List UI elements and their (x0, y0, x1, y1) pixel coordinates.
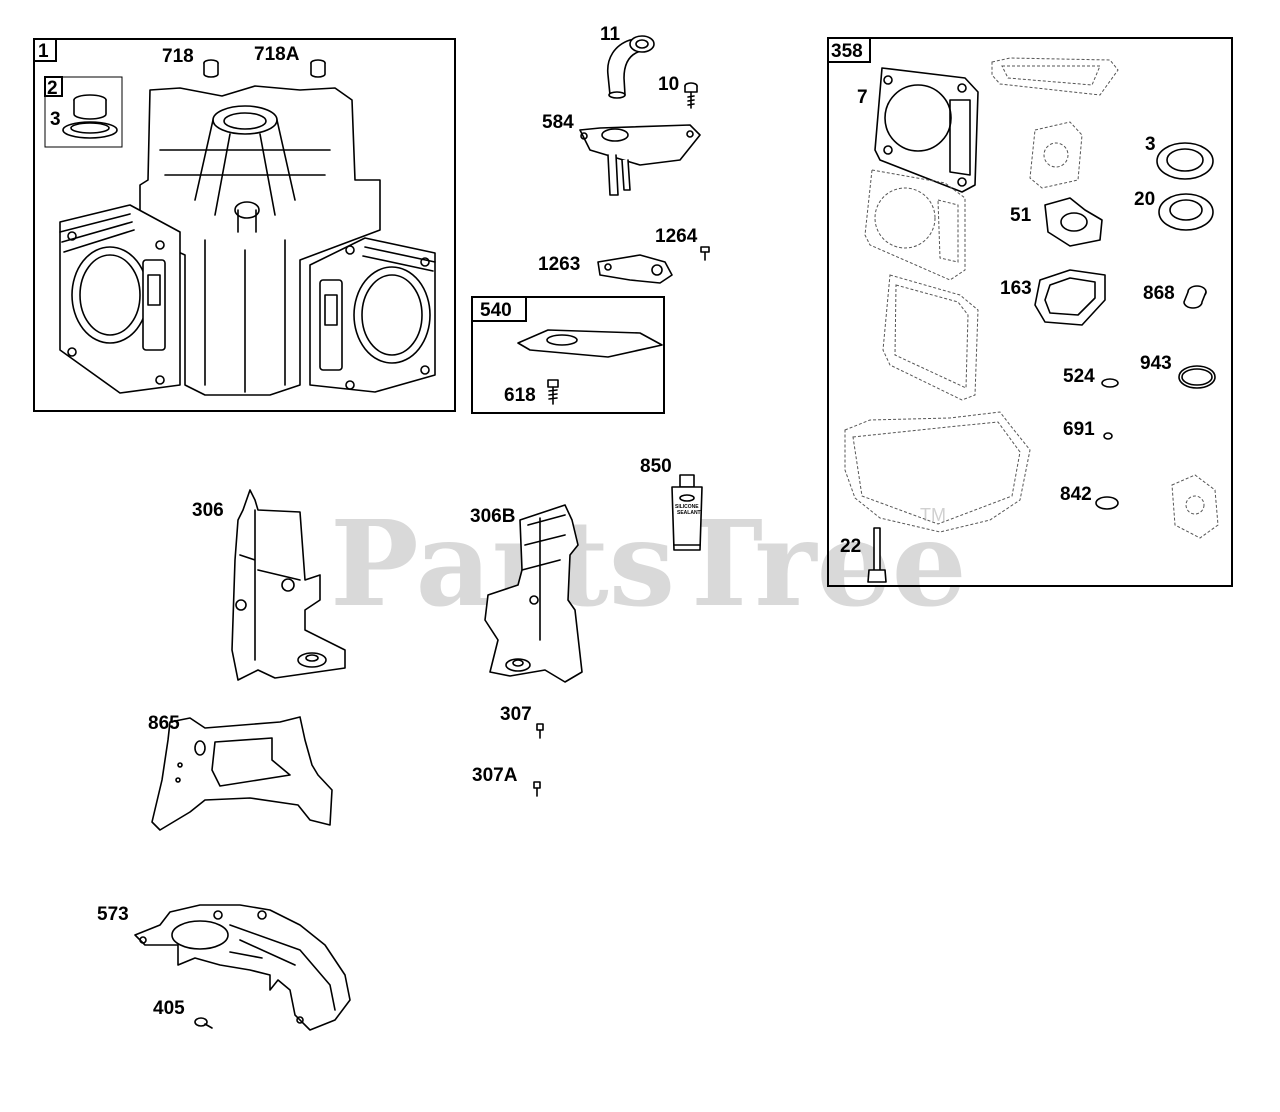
crankcase-gasket-part[interactable] (844, 411, 1031, 533)
label-3-kit: 3 (1145, 134, 1156, 155)
label-868: 868 (1143, 283, 1175, 304)
label-307a: 307A (472, 765, 518, 786)
gasket-set-group[interactable]: 358 7 3 20 (827, 37, 1233, 587)
screw-part-405[interactable] (194, 1017, 213, 1029)
label-842: 842 (1060, 484, 1092, 505)
gasket-set-frame (827, 37, 1233, 587)
gasket-set-tag (827, 37, 871, 63)
manifold-gasket-part[interactable] (1029, 121, 1083, 189)
valve-cover-gasket-part[interactable] (882, 274, 979, 401)
oil-seal-part-3[interactable] (62, 121, 118, 139)
label-1263: 1263 (538, 254, 580, 275)
oil-filter-gasket-part[interactable] (1171, 474, 1219, 539)
dowel-pin-718a[interactable] (310, 59, 326, 78)
label-3-seal: 3 (50, 109, 61, 130)
engine-block-part[interactable] (59, 85, 436, 396)
label-306b: 306B (470, 506, 515, 527)
head-gasket-part-7[interactable] (874, 67, 979, 193)
bearing-kit-number: 2 (47, 78, 58, 99)
breather-group-tag (471, 296, 527, 322)
label-1264: 1264 (655, 226, 698, 247)
baffle-part-306[interactable] (231, 489, 346, 681)
plug-part-868[interactable] (1183, 285, 1207, 309)
dipstick-tube-part-11[interactable] (606, 35, 655, 99)
label-718: 718 (162, 46, 194, 67)
dowel-pin-718[interactable] (203, 59, 219, 78)
label-405: 405 (153, 998, 185, 1019)
label-850: 850 (640, 456, 672, 477)
label-51: 51 (1010, 205, 1032, 226)
gasket-part-163[interactable] (1034, 269, 1106, 326)
tube-text-line2: SEALANT (677, 510, 701, 516)
sealant-tube-part-850[interactable]: SILICONE SEALANT (671, 474, 703, 551)
seal-part-842[interactable] (1095, 496, 1119, 510)
seal-part-3-kit[interactable] (1156, 142, 1214, 180)
screw-part-10[interactable] (684, 82, 698, 109)
screw-part-307[interactable] (536, 723, 544, 739)
label-943: 943 (1140, 353, 1172, 374)
head-gasket-dashed-part[interactable] (864, 169, 966, 281)
watermark-trademark: TM (920, 505, 946, 525)
washer-part-524[interactable] (1101, 378, 1119, 388)
label-865: 865 (148, 713, 180, 734)
gasket-part-51[interactable] (1044, 197, 1103, 247)
o-ring-part-691[interactable] (1103, 432, 1113, 440)
label-10: 10 (658, 74, 679, 95)
cylinder-group-tag (33, 38, 57, 62)
baffle-part-306b[interactable] (484, 504, 583, 683)
baffle-part-865[interactable] (151, 716, 333, 831)
governor-plate-part-1263[interactable] (597, 254, 673, 284)
sleeve-bearing-part[interactable] (73, 94, 107, 120)
label-306: 306 (192, 500, 224, 521)
tube-text-line1: SILICONE (675, 504, 699, 510)
screw-part-307a[interactable] (533, 781, 541, 797)
blower-housing-part-573[interactable] (134, 904, 351, 1031)
breather-plate-part-584[interactable] (579, 124, 701, 196)
bearing-kit-tag (44, 76, 63, 97)
label-307: 307 (500, 704, 532, 725)
intake-gasket-part[interactable] (991, 57, 1119, 96)
label-584: 584 (542, 112, 574, 133)
bolt-part-22[interactable] (867, 527, 887, 583)
breather-group[interactable]: 540 618 (471, 296, 665, 414)
screw-part-1264[interactable] (700, 246, 710, 261)
label-573: 573 (97, 904, 129, 925)
label-22: 22 (840, 536, 861, 557)
label-618: 618 (504, 385, 536, 406)
label-11: 11 (600, 24, 621, 45)
bearing-kit-frame (44, 76, 123, 148)
label-691: 691 (1063, 419, 1095, 440)
label-163: 163 (1000, 278, 1032, 299)
cylinder-group-frame (33, 38, 456, 412)
label-20: 20 (1134, 189, 1155, 210)
label-7: 7 (857, 87, 868, 108)
breather-group-number: 540 (480, 300, 512, 321)
gasket-set-number: 358 (831, 41, 863, 62)
watermark-text: PartsTree (330, 494, 967, 633)
label-524: 524 (1063, 366, 1095, 387)
breather-group-frame (471, 296, 665, 414)
cylinder-group[interactable]: 1 2 3 718 718A (33, 38, 456, 412)
seal-part-20[interactable] (1158, 193, 1214, 231)
screw-part-618[interactable] (547, 379, 559, 405)
cylinder-group-number: 1 (38, 41, 49, 62)
label-718a: 718A (254, 44, 300, 65)
o-ring-part-943[interactable] (1178, 365, 1216, 389)
breather-gasket-part[interactable] (517, 329, 663, 358)
